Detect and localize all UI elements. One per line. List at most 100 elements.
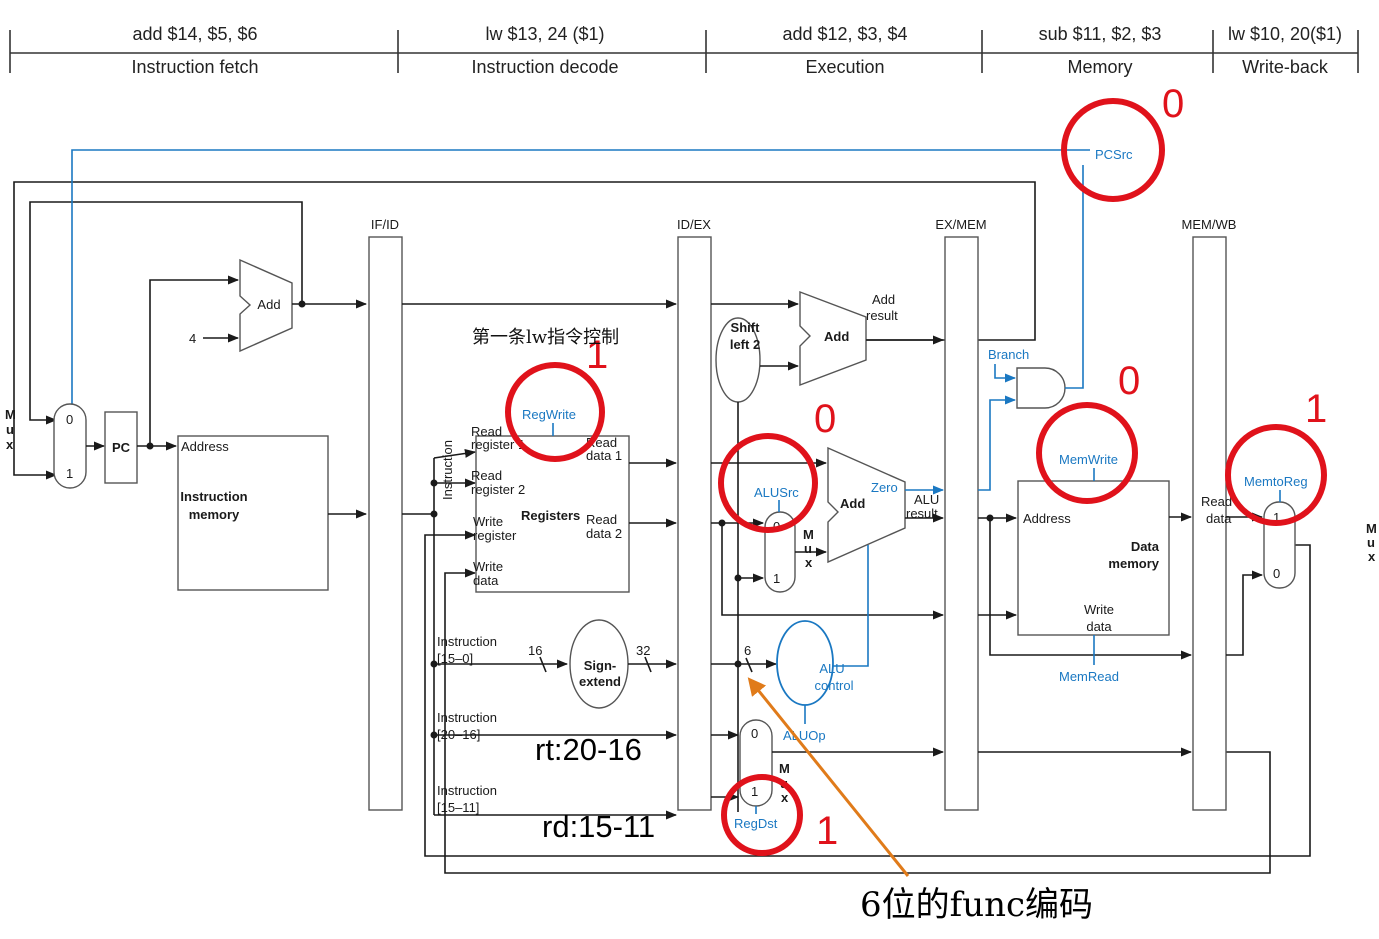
pc-register: PC bbox=[104, 411, 138, 484]
svg-text:Read: Read bbox=[471, 424, 502, 439]
regwrite-value: 1 bbox=[586, 333, 608, 377]
svg-text:x: x bbox=[1368, 549, 1376, 564]
alu-control: ALU control bbox=[776, 620, 854, 706]
stage-if-name: Instruction fetch bbox=[131, 57, 258, 77]
svg-text:Add: Add bbox=[840, 496, 865, 511]
regdst-value: 1 bbox=[816, 809, 838, 853]
svg-text:data: data bbox=[473, 573, 499, 588]
svg-text:Address: Address bbox=[181, 439, 229, 454]
zero-label: Zero bbox=[871, 480, 898, 495]
svg-text:Read: Read bbox=[586, 512, 617, 527]
svg-text:data: data bbox=[1206, 511, 1232, 526]
svg-text:1: 1 bbox=[1273, 510, 1280, 525]
stage-mem-name: Memory bbox=[1067, 57, 1132, 77]
memwrite-label: MemWrite bbox=[1059, 452, 1118, 467]
svg-text:register 1: register 1 bbox=[471, 437, 525, 452]
svg-text:Add: Add bbox=[257, 297, 280, 312]
svg-text:M: M bbox=[803, 527, 814, 542]
svg-text:register: register bbox=[473, 528, 517, 543]
annotations: 0 1 0 0 1 1 rt:20-16 rd:15-11 6位的func编码 … bbox=[472, 82, 1327, 925]
svg-text:Address: Address bbox=[1023, 511, 1071, 526]
svg-text:memory: memory bbox=[189, 507, 240, 522]
svg-text:Write: Write bbox=[473, 514, 503, 529]
svg-text:Shift: Shift bbox=[731, 320, 761, 335]
pcsrc-highlight-circle bbox=[1061, 98, 1165, 202]
svg-text:memory: memory bbox=[1108, 556, 1159, 571]
add-result-label: Add bbox=[872, 292, 895, 307]
memtoreg-label: MemtoReg bbox=[1244, 474, 1308, 489]
pc-mux: 0 1 M u x bbox=[5, 403, 87, 489]
branch-label: Branch bbox=[988, 347, 1029, 362]
regwrite-highlight-circle bbox=[505, 362, 605, 462]
bits16-label: 16 bbox=[528, 643, 542, 658]
svg-text:data 2: data 2 bbox=[586, 526, 622, 541]
svg-text:Write: Write bbox=[473, 559, 503, 574]
alusrc-highlight-circle bbox=[718, 433, 818, 533]
svg-text:left 2: left 2 bbox=[730, 337, 760, 352]
memwrite-highlight-circle bbox=[1036, 402, 1138, 504]
stage-id-name: Instruction decode bbox=[471, 57, 618, 77]
alu-result-label: ALU bbox=[914, 492, 939, 507]
svg-text:Sign-: Sign- bbox=[584, 658, 617, 673]
stage-id-instruction: lw $13, 24 ($1) bbox=[485, 24, 604, 44]
exmem-label: EX/MEM bbox=[935, 217, 986, 232]
svg-text:1: 1 bbox=[66, 466, 73, 481]
memtoreg-highlight-circle bbox=[1225, 424, 1327, 526]
stage-header: add $14, $5, $6 Instruction fetch lw $13… bbox=[9, 24, 1359, 77]
svg-text:M: M bbox=[1366, 521, 1377, 536]
svg-text:u: u bbox=[6, 422, 14, 437]
bits6-label: 6 bbox=[744, 643, 751, 658]
svg-text:PC: PC bbox=[112, 440, 131, 455]
func-note: 6位的func编码 bbox=[860, 885, 1093, 925]
alusrc-value: 0 bbox=[814, 397, 836, 441]
instr-15-0-label: Instruction bbox=[437, 634, 497, 649]
memread-label: MemRead bbox=[1059, 669, 1119, 684]
memtoreg-mux: 1 0 M u x bbox=[1263, 501, 1377, 589]
pcsrc-value: 0 bbox=[1162, 82, 1184, 126]
regdst-label: RegDst bbox=[734, 816, 778, 831]
svg-text:1: 1 bbox=[751, 784, 758, 799]
instruction-bus-label: Instruction bbox=[440, 440, 455, 500]
regwrite-label: RegWrite bbox=[522, 407, 576, 422]
branch-adder: Add bbox=[799, 290, 867, 387]
const-four: 4 bbox=[189, 331, 196, 346]
svg-text:Data: Data bbox=[1131, 539, 1160, 554]
svg-text:Registers: Registers bbox=[521, 508, 580, 523]
aluop-label: ALUOp bbox=[783, 728, 826, 743]
stage-wb-instruction: lw $10, 20($1) bbox=[1228, 24, 1342, 44]
rd-field-label: rd:15-11 bbox=[542, 809, 655, 844]
instr-20-16-label: Instruction bbox=[437, 710, 497, 725]
svg-text:data: data bbox=[1086, 619, 1112, 634]
svg-text:[15–11]: [15–11] bbox=[437, 800, 479, 815]
pcsrc-label: PCSrc bbox=[1095, 147, 1133, 162]
svg-text:result: result bbox=[866, 308, 898, 323]
svg-text:Add: Add bbox=[824, 329, 849, 344]
svg-text:1: 1 bbox=[773, 571, 780, 586]
svg-text:Instruction: Instruction bbox=[180, 489, 247, 504]
rt-field-label: rt:20-16 bbox=[535, 732, 642, 767]
memtoreg-value: 1 bbox=[1305, 387, 1327, 431]
svg-text:data 1: data 1 bbox=[586, 448, 622, 463]
alu: Add bbox=[827, 446, 906, 564]
ifid-label: IF/ID bbox=[371, 217, 399, 232]
shift-left-2: Shift left 2 bbox=[715, 317, 761, 403]
svg-text:ALU: ALU bbox=[819, 661, 844, 676]
svg-text:u: u bbox=[1367, 535, 1375, 550]
regdst-highlight-circle bbox=[721, 774, 803, 856]
svg-text:register 2: register 2 bbox=[471, 482, 525, 497]
svg-text:Write: Write bbox=[1084, 602, 1114, 617]
idex-label: ID/EX bbox=[677, 217, 711, 232]
pipeline-registers: IF/ID ID/EX EX/MEM MEM/WB bbox=[368, 217, 1236, 811]
svg-text:x: x bbox=[805, 555, 813, 570]
svg-text:[20–16]: [20–16] bbox=[437, 727, 480, 742]
svg-text:control: control bbox=[814, 678, 853, 693]
svg-text:0: 0 bbox=[751, 726, 758, 741]
data-memory: Address Data memory Write data bbox=[1017, 480, 1170, 636]
svg-text:extend: extend bbox=[579, 674, 621, 689]
instr-15-11-label: Instruction bbox=[437, 783, 497, 798]
memwrite-value: 0 bbox=[1118, 359, 1140, 403]
wb-read-data-label: Read bbox=[1201, 494, 1232, 509]
stage-ex-instruction: add $12, $3, $4 bbox=[782, 24, 907, 44]
svg-text:0: 0 bbox=[66, 412, 73, 427]
